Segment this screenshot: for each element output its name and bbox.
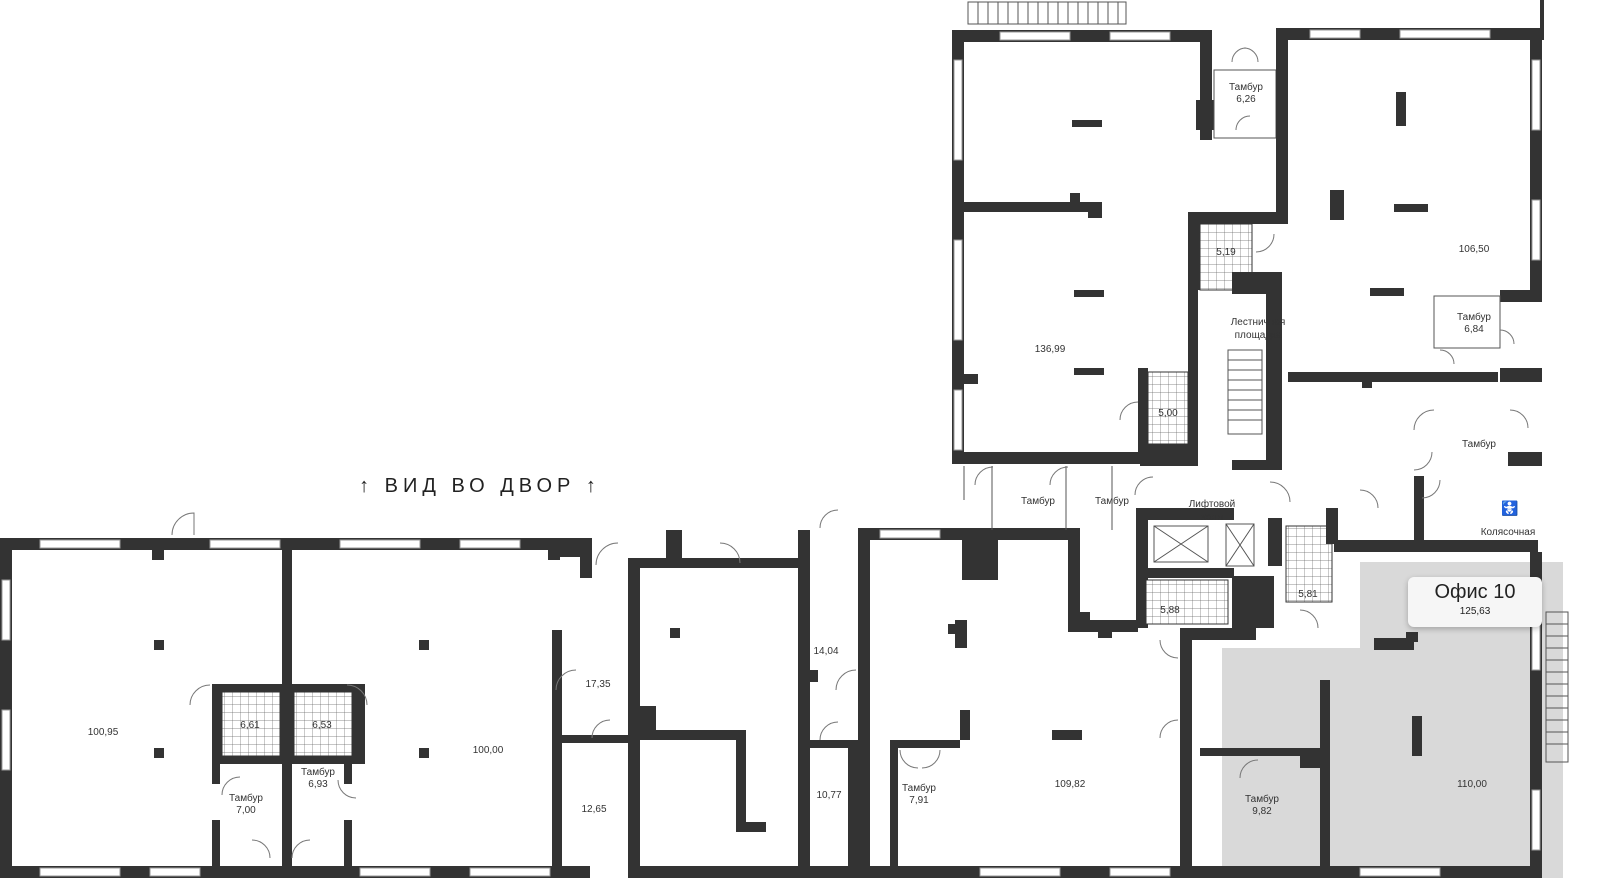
room-area-5-88: 5,88 (1160, 605, 1180, 616)
room-labels: 100,95 6,61 6,53 100,00 Тамбур 7,00 Тамб… (88, 81, 1536, 817)
room-name-tambur-left2: Тамбур (1095, 495, 1129, 507)
office-10-card[interactable]: Офис 10 125,63 (1408, 577, 1542, 627)
room-area-110-00: 110,00 (1457, 779, 1487, 790)
room-area-5-19: 5,19 (1216, 247, 1236, 258)
office-title: Офис 10 (1434, 581, 1516, 603)
room-name-stroller: Колясочная (1481, 527, 1536, 538)
room-area-tambur-6-93: 6,93 (308, 779, 328, 790)
room-area-6-61: 6,61 (240, 720, 260, 731)
office-10-highlight[interactable] (1222, 562, 1563, 878)
room-area-136-99: 136,99 (1035, 344, 1066, 355)
room-area-tambur-7-91: 7,91 (909, 795, 929, 806)
lift-hall (1134, 476, 1291, 628)
room-area-12-65: 12,65 (581, 804, 606, 815)
office-10-block (1190, 525, 1542, 878)
room-area-6-53: 6,53 (312, 720, 332, 731)
room-name-tambur-right: Тамбур (1462, 438, 1496, 450)
room-name-tambur-6-84: Тамбур (1457, 311, 1491, 323)
upper-right-block (952, 1, 1542, 552)
stroller-icon: 🚼 (1501, 500, 1519, 516)
center-lower-block (858, 528, 1193, 878)
room-name-tambur-9-82: Тамбур (1245, 793, 1279, 805)
office-area: 125,63 (1459, 606, 1491, 617)
room-area-tambur-6-84: 6,84 (1464, 324, 1484, 335)
lift-label-line2: холл (1201, 512, 1223, 523)
exterior-stairs-right (1545, 611, 1569, 763)
room-area-109-82: 109,82 (1055, 779, 1086, 790)
room-area-5-81: 5,81 (1298, 589, 1318, 600)
middle-block (628, 509, 858, 878)
room-name-tambur-7-00: Тамбур (229, 792, 263, 804)
room-name-tambur-left1: Тамбур (1021, 495, 1055, 507)
stair-label-line1: Лестничная (1231, 317, 1286, 328)
room-area-tambur-6-26: 6,26 (1236, 94, 1256, 105)
room-area-106-50: 106,50 (1459, 244, 1490, 255)
room-area-17-35: 17,35 (585, 679, 610, 690)
lower-left-block (0, 512, 632, 878)
room-name-tambur-7-91: Тамбур (902, 782, 936, 794)
room-area-14-04: 14,04 (813, 646, 838, 657)
room-area-5-00: 5,00 (1158, 408, 1178, 419)
room-area-100-95: 100,95 (88, 727, 119, 738)
room-area-100-00: 100,00 (473, 745, 504, 756)
room-name-tambur-6-93: Тамбур (301, 766, 335, 778)
room-area-10-77: 10,77 (816, 790, 841, 801)
room-name-tambur-6-26: Тамбур (1229, 81, 1263, 93)
lift-label-line1: Лифтовой (1189, 498, 1236, 510)
stair-label-line2: площадка (1235, 330, 1282, 341)
view-label: ↑ ВИД ВО ДВОР ↑ (359, 475, 601, 497)
room-area-tambur-9-82: 9,82 (1252, 806, 1272, 817)
room-area-tambur-7-00: 7,00 (236, 805, 256, 816)
